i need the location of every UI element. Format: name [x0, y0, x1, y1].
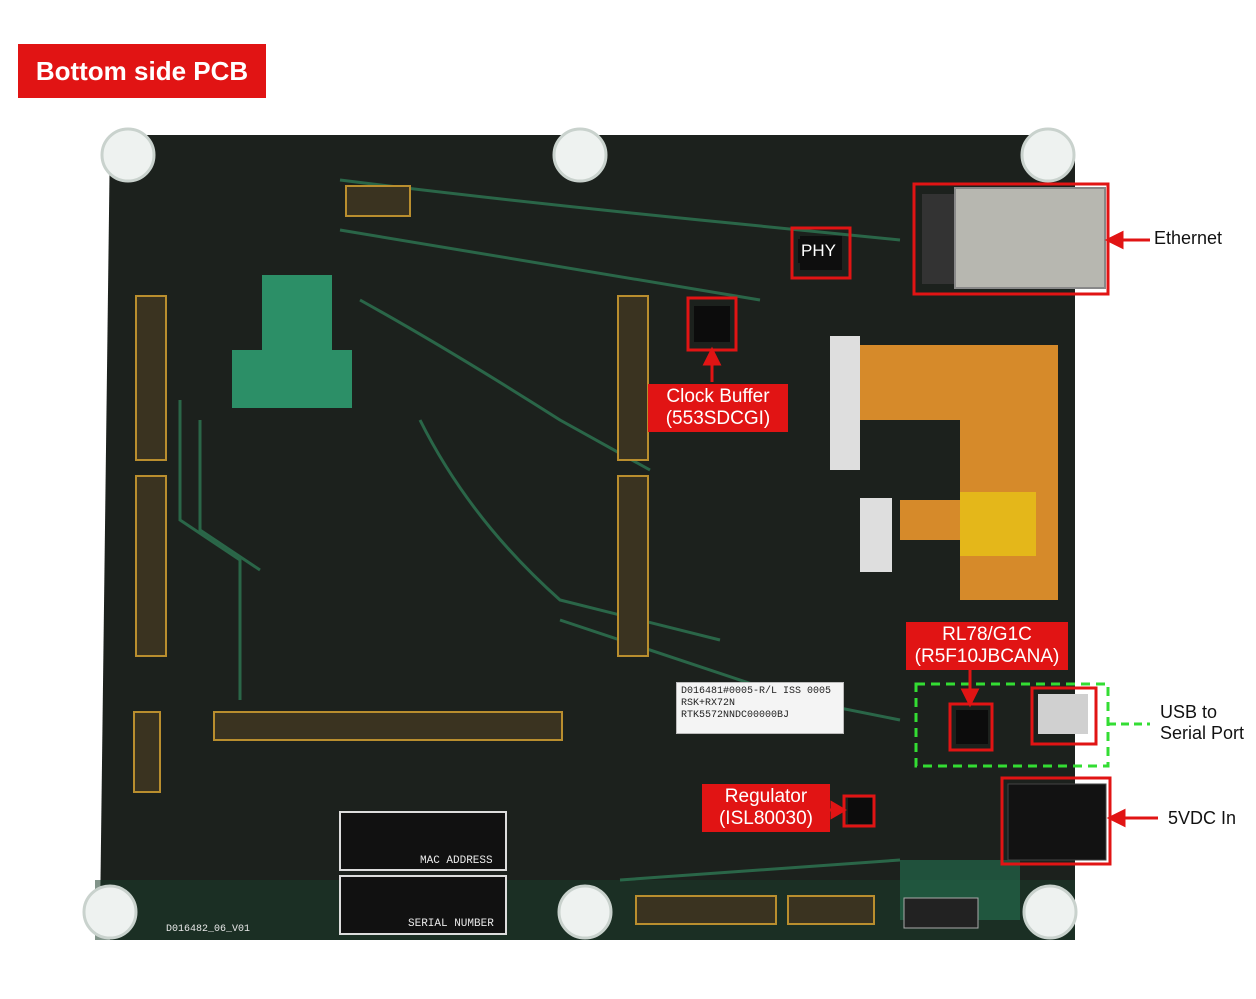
usb-serial-line2: Serial Port [1160, 723, 1245, 743]
pin-headers [133, 185, 875, 925]
board-sticker: D016481#0005-R/L ISS 0005 RSK+RX72N RTK5… [676, 682, 844, 734]
ethernet-magnetics [922, 194, 954, 284]
clock-buffer-chip [694, 306, 730, 342]
sticker-line: RTK5572NNDC00000BJ [681, 710, 790, 721]
power-jack-highlight [1000, 776, 1112, 866]
rl78-part: (R5F10JBCANA) [914, 646, 1060, 667]
standoffs [82, 127, 1078, 940]
usb-serial-label: USB to Serial Port [1160, 702, 1244, 744]
ethernet-connector [954, 187, 1106, 289]
ethernet-label: Ethernet [1154, 228, 1223, 248]
regulator-name: Regulator [724, 786, 808, 807]
sticker-line: RSK+RX72N [681, 698, 736, 709]
power-label: 5VDC In [1168, 808, 1237, 828]
mac-address-box [339, 811, 507, 871]
mac-address-label: MAC ADDRESS [420, 855, 493, 867]
usb-connector [1038, 694, 1088, 734]
fpc-connector [830, 336, 860, 470]
dc-jack [1007, 783, 1107, 861]
usb-serial-line1: USB to [1160, 702, 1218, 722]
usb-highlight [1030, 686, 1098, 746]
phy-label: PHY [798, 239, 839, 263]
board-id-label: D016482_06_V01 [166, 924, 251, 935]
sticker-line: D016481#0005-R/L ISS 0005 [681, 686, 832, 697]
rl78-callout: RL78/G1C (R5F10JBCANA) [906, 622, 1068, 670]
regulator-callout: Regulator (ISL80030) [702, 784, 830, 832]
regulator-part: (ISL80030) [718, 808, 813, 829]
clock-buffer-part: (553SDCGI) [665, 408, 771, 429]
dip-switch [903, 897, 979, 929]
page-title: Bottom side PCB [18, 44, 266, 98]
copper-pour [232, 350, 352, 408]
phy-highlight [790, 226, 852, 280]
rl78-name: RL78/G1C [942, 624, 1032, 645]
regulator-chip [848, 798, 874, 824]
flex-stiffener [960, 492, 1036, 556]
clock-buffer-name: Clock Buffer [666, 386, 770, 407]
fpc-connector [860, 498, 892, 572]
rl78-chip [956, 710, 988, 744]
clock-buffer-callout: Clock Buffer (553SDCGI) [648, 384, 788, 432]
serial-number-label: SERIAL NUMBER [408, 918, 494, 930]
serial-number-box [339, 875, 507, 935]
arrows [702, 230, 1158, 828]
